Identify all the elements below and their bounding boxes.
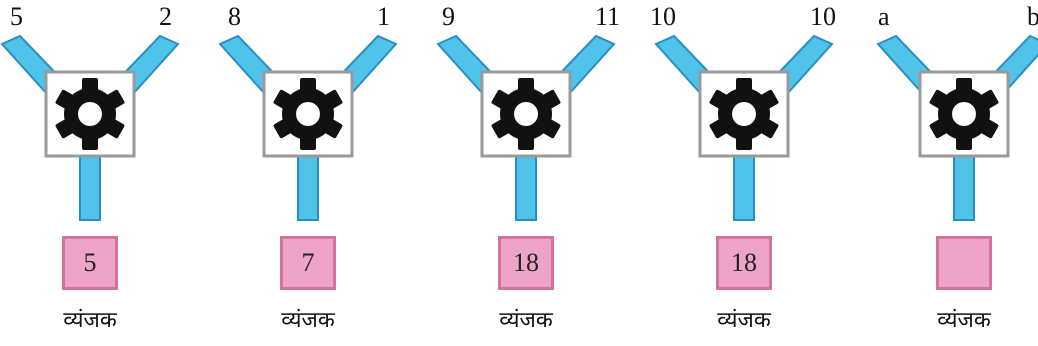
gear-icon (55, 78, 125, 150)
function-machine-3: 9 11 18 व्यंजक (436, 0, 620, 346)
left-input-value: a (878, 2, 890, 31)
gear-icon (929, 78, 999, 150)
expression-caption: व्यंजक (717, 308, 771, 333)
function-machine-1: 5 2 5 व्यंजक (0, 0, 180, 346)
expression-caption: व्यंजक (281, 308, 335, 333)
expression-caption: व्यंजक (499, 308, 553, 333)
gear-icon (273, 78, 343, 150)
right-input-value: 11 (594, 2, 620, 31)
expression-caption: व्यंजक (937, 308, 991, 333)
function-machine-2: 8 1 7 व्यंजक (218, 0, 398, 346)
right-input-value: 2 (159, 2, 172, 31)
left-input-value: 9 (442, 2, 455, 31)
left-input-value: 10 (650, 2, 676, 31)
gear-icon (709, 78, 779, 150)
output-value-box[interactable] (936, 236, 992, 290)
right-input-value: 1 (377, 2, 390, 31)
left-input-value: 8 (228, 2, 241, 31)
output-value-box: 7 (280, 236, 336, 290)
expression-caption: व्यंजक (63, 308, 117, 333)
right-input-value: b (1027, 2, 1038, 31)
machine-funnel (218, 34, 398, 221)
function-machine-5: a b व्यंजक (858, 0, 1038, 346)
output-value-box: 18 (498, 236, 554, 290)
machine-funnel (654, 34, 834, 221)
function-machine-4: 10 10 18 व्यंजक (650, 0, 836, 346)
gear-icon (491, 78, 561, 150)
machine-funnel (436, 34, 616, 221)
output-value-box: 18 (716, 236, 772, 290)
left-input-value: 5 (10, 2, 23, 31)
machine-funnel (0, 34, 180, 221)
right-input-value: 10 (810, 2, 836, 31)
machine-funnel (876, 34, 1038, 221)
output-value-box: 5 (62, 236, 118, 290)
